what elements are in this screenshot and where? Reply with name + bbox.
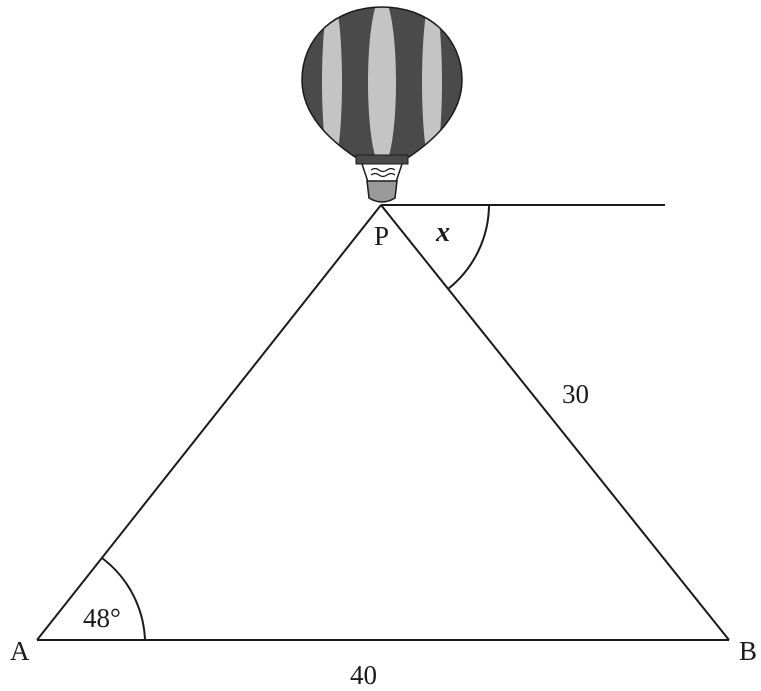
hot-air-balloon-icon bbox=[301, 6, 463, 203]
vertex-label-P: P bbox=[374, 221, 389, 251]
angle-A-arc bbox=[101, 557, 146, 641]
angle-x-arc bbox=[447, 204, 490, 290]
side-PA bbox=[36, 204, 382, 641]
vertex-label-B: B bbox=[739, 636, 757, 666]
vertex-label-A: A bbox=[10, 636, 30, 666]
angle-A-label: 48° bbox=[83, 603, 121, 633]
side-PB-length: 30 bbox=[562, 379, 589, 409]
side-PB bbox=[380, 204, 730, 641]
angle-x-label: x bbox=[435, 217, 450, 248]
side-AB-length: 40 bbox=[350, 660, 377, 690]
